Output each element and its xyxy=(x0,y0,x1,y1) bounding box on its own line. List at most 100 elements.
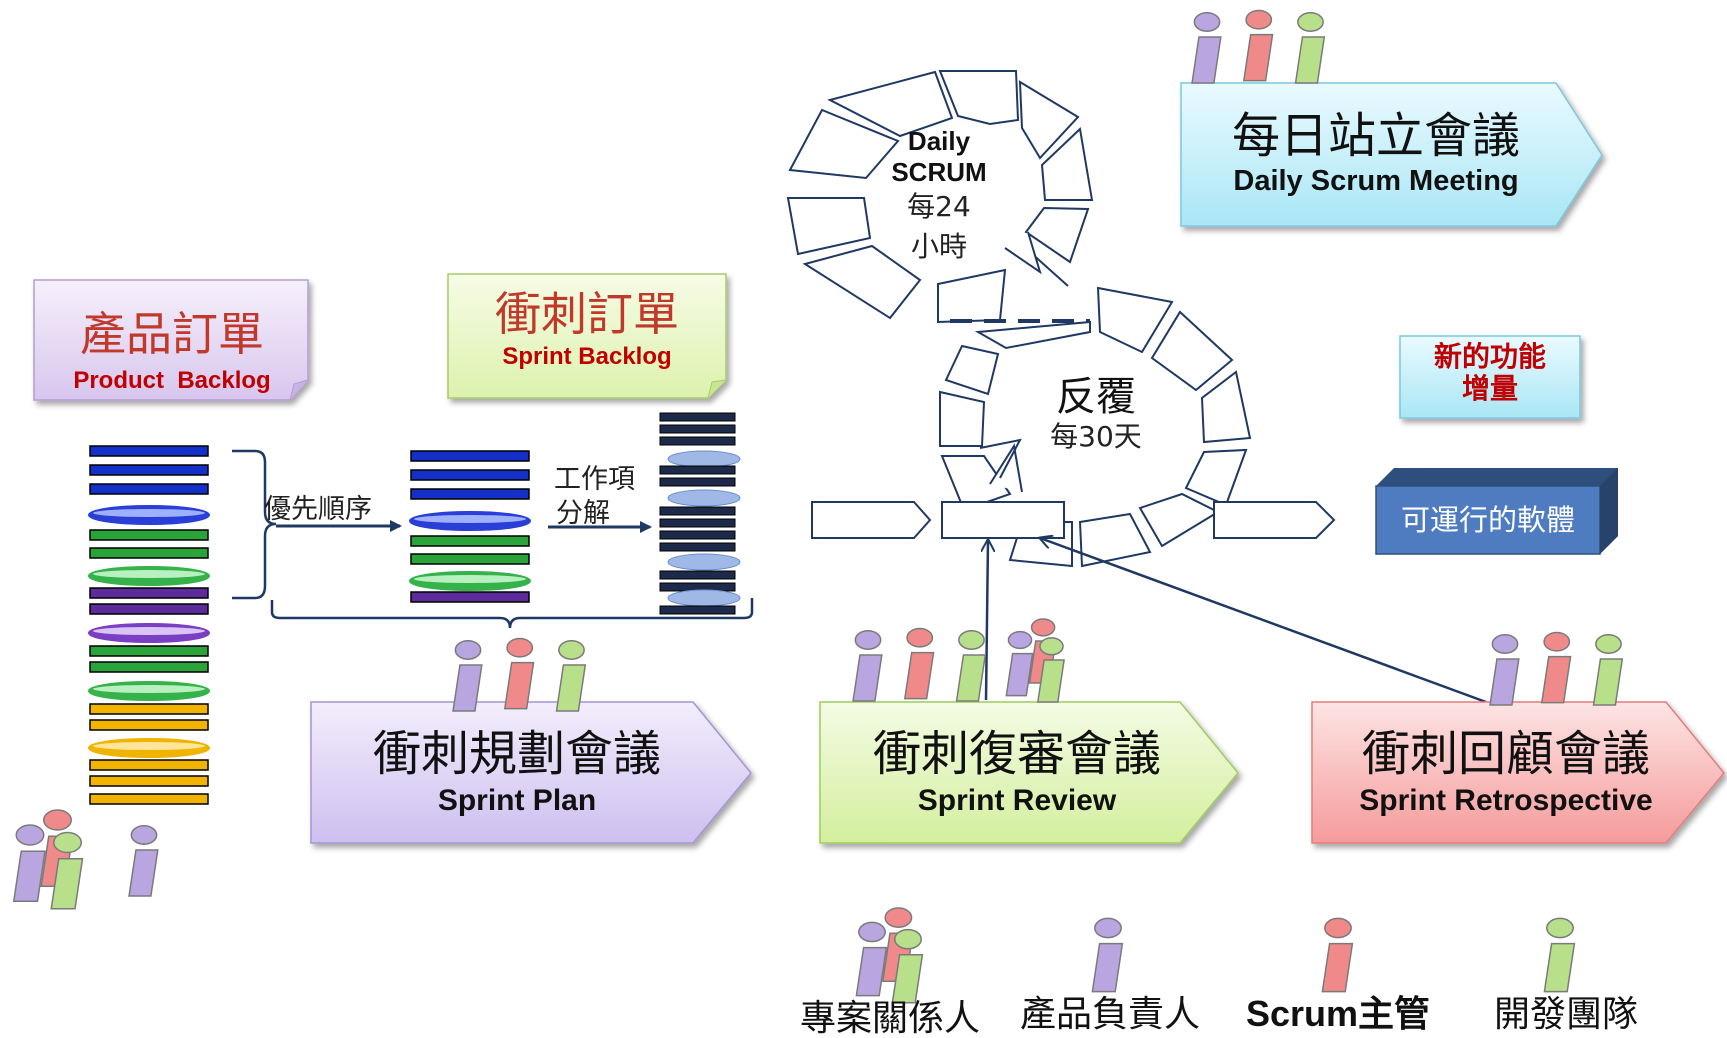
backlog-item xyxy=(89,587,209,599)
product-owner-icon xyxy=(452,640,483,712)
dev-team-icon xyxy=(955,630,987,702)
dev-team-icon xyxy=(555,640,587,712)
product-owner-icon xyxy=(1091,917,1124,993)
sprint-review-title: 衝刺復審會議 xyxy=(873,726,1161,782)
stakeholder-icon xyxy=(855,921,888,997)
runnable-software-label: 可運行的軟體 xyxy=(1401,503,1575,537)
task-item xyxy=(659,424,736,434)
backlog-item xyxy=(410,591,530,603)
task-item xyxy=(659,412,736,422)
sprint-backlog-subtitle: Sprint Backlog xyxy=(502,343,671,370)
sprint-backlog-stack xyxy=(409,450,531,603)
sprint-start-slot xyxy=(941,501,1065,539)
work-item-label: 工作項 xyxy=(554,464,635,495)
backlog-item xyxy=(89,547,209,559)
stakeholder-icon xyxy=(1036,637,1065,703)
output-pointer xyxy=(1213,501,1336,539)
sprint-plan-title: 衝刺規劃會議 xyxy=(373,726,661,782)
sprint-backlog-note: 衝刺訂單 Sprint Backlog xyxy=(447,273,727,399)
task-epic xyxy=(667,450,741,468)
task-epic xyxy=(667,589,741,607)
scrum-master-icon xyxy=(1540,631,1572,704)
product-backlog-title: 產品訂單 xyxy=(80,307,264,361)
sprint-retro-title: 衝刺回顧會議 xyxy=(1362,726,1650,782)
task-stack xyxy=(659,412,741,615)
daily-cycle-line3: 每24 xyxy=(907,190,971,223)
product-owner-icon xyxy=(1489,634,1520,706)
legend-scrum-master-label: Scrum主管 xyxy=(1246,993,1430,1034)
task-epic xyxy=(667,489,741,507)
stakeholder-icon xyxy=(12,824,46,902)
product-backlog-subtitle: Product Backlog xyxy=(73,367,270,394)
task-item xyxy=(659,506,736,516)
backlog-item xyxy=(89,529,209,541)
review-feedback-arrow xyxy=(986,540,988,701)
scrum-master-icon xyxy=(503,637,535,710)
scrum-master-icon xyxy=(1321,917,1354,993)
dev-team-icon xyxy=(1543,917,1576,993)
backlog-item xyxy=(89,719,209,731)
sprint-backlog-title: 衝刺訂單 xyxy=(495,287,679,341)
planning-bracket xyxy=(270,598,754,629)
daily-cycle-line2: SCRUM xyxy=(891,157,986,187)
legend-product-owner-label: 產品負責人 xyxy=(1020,994,1200,1035)
backlog-item xyxy=(410,450,530,462)
task-item xyxy=(659,436,736,446)
new-feature-line2: 增量 xyxy=(1462,372,1518,405)
backlog-item xyxy=(410,488,530,500)
dev-team-icon xyxy=(1592,634,1624,706)
scrum-master-icon xyxy=(903,627,935,700)
backlog-item xyxy=(89,603,209,615)
backlog-item xyxy=(89,661,209,673)
product-backlog-stack xyxy=(88,445,210,805)
task-item xyxy=(659,477,736,487)
legend-dev-team-label: 開發團隊 xyxy=(1494,994,1638,1035)
backlog-item xyxy=(89,793,209,805)
input-pointer xyxy=(811,501,932,539)
daily-meeting-subtitle: Daily Scrum Meeting xyxy=(1233,165,1518,197)
retro-feedback-arrow xyxy=(1040,538,1487,704)
task-item xyxy=(659,542,736,552)
backlog-item xyxy=(89,464,209,476)
backlog-item xyxy=(89,759,209,771)
decompose-label: 分解 xyxy=(556,498,610,529)
stakeholder-icon xyxy=(891,928,924,1004)
product-owner-icon xyxy=(128,825,159,897)
priority-bracket xyxy=(232,449,277,600)
task-item xyxy=(659,465,736,475)
daily-meeting-title: 每日站立會議 xyxy=(1232,108,1520,164)
legend-stakeholders-label: 專案關係人 xyxy=(800,998,980,1038)
new-feature-line1: 新的功能 xyxy=(1434,340,1546,373)
backlog-item xyxy=(89,703,209,715)
task-epic xyxy=(667,553,741,571)
stakeholder-icon xyxy=(1005,630,1034,697)
backlog-item xyxy=(410,535,530,547)
priority-label: 優先順序 xyxy=(264,494,372,525)
daily-cycle-line4: 小時 xyxy=(911,230,967,263)
daily-meeting-banner xyxy=(1180,82,1603,227)
task-item xyxy=(659,605,736,615)
task-item xyxy=(659,570,736,580)
dev-team-icon xyxy=(1294,12,1326,84)
backlog-item xyxy=(410,553,530,565)
backlog-item xyxy=(410,469,530,481)
runnable-software-box: 可運行的軟體 xyxy=(1375,468,1618,555)
scrum-master-icon xyxy=(1242,9,1274,82)
sprint-cycle-line1: 反覆 xyxy=(1056,374,1136,420)
task-item xyxy=(659,530,736,540)
daily-cycle-line1: Daily xyxy=(908,126,971,156)
sprint-plan-subtitle: Sprint Plan xyxy=(438,784,596,817)
new-feature-note: 新的功能 增量 xyxy=(1399,335,1581,419)
sprint-review-subtitle: Sprint Review xyxy=(918,784,1117,817)
product-backlog-note: 產品訂單 Product Backlog xyxy=(33,279,309,401)
task-item xyxy=(659,518,736,528)
daily-scrum-cycle xyxy=(786,70,1094,324)
backlog-item xyxy=(89,775,209,787)
backlog-item xyxy=(89,445,209,457)
sprint-plan-banner xyxy=(310,701,752,844)
people-icons xyxy=(12,9,1624,1004)
sprint-retro-subtitle: Sprint Retrospective xyxy=(1359,784,1652,817)
sprint-cycle-line2: 每30天 xyxy=(1050,420,1142,453)
sprint-review-banner xyxy=(819,701,1239,844)
